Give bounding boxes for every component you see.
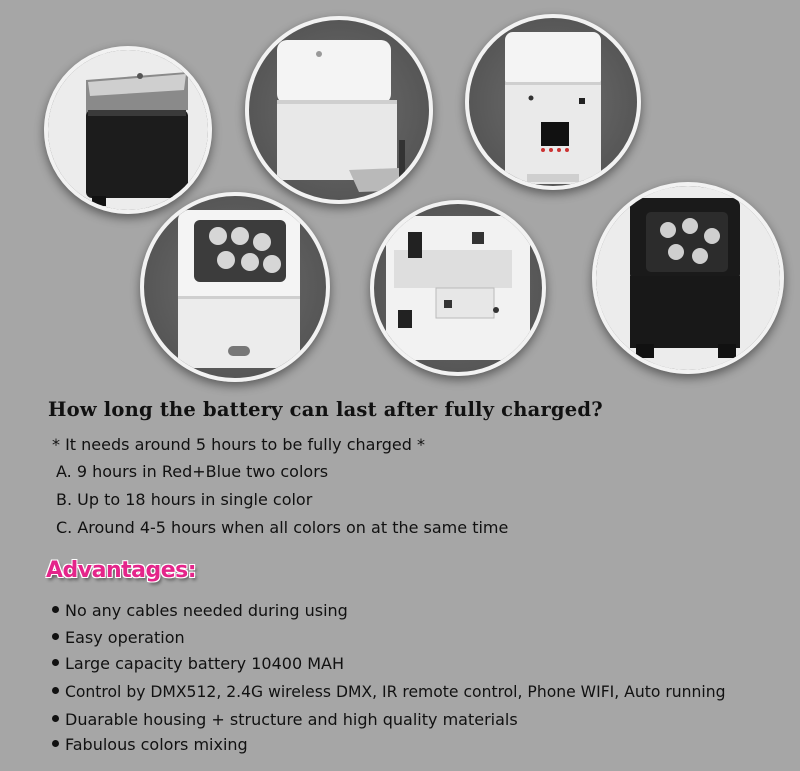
- advantage-text: Large capacity battery 10400 MAH: [65, 654, 344, 673]
- advantage-item: Duarable housing + structure and high qu…: [52, 710, 518, 729]
- bullet-icon: [52, 715, 59, 722]
- bullet-icon: [52, 633, 59, 640]
- advantage-text: Duarable housing + structure and high qu…: [65, 710, 518, 729]
- white-fixture-back-panel-photo: [465, 14, 641, 190]
- advantage-item: No any cables needed during using: [52, 601, 348, 620]
- bullet-icon: [52, 740, 59, 747]
- battery-option-c: C. Around 4-5 hours when all colors on a…: [56, 518, 509, 537]
- battery-compartment-photo: [370, 200, 546, 376]
- advantage-text: Easy operation: [65, 628, 185, 647]
- advantage-text: No any cables needed during using: [65, 601, 348, 620]
- advantage-text: Fabulous colors mixing: [65, 735, 248, 754]
- advantage-item: Easy operation: [52, 628, 185, 647]
- advantage-item: Control by DMX512, 2.4G wireless DMX, IR…: [52, 682, 726, 701]
- white-fixture-side-photo: [245, 16, 433, 204]
- white-fixture-leds-photo: [140, 192, 330, 382]
- advantage-item: Large capacity battery 10400 MAH: [52, 654, 344, 673]
- advantage-text: Control by DMX512, 2.4G wireless DMX, IR…: [65, 683, 726, 701]
- black-fixture-leds-photo: [592, 182, 784, 374]
- black-fixture-side-photo: [44, 46, 212, 214]
- advantages-heading: Advantages:: [46, 558, 197, 583]
- bullet-icon: [52, 606, 59, 613]
- charge-time-note: * It needs around 5 hours to be fully ch…: [52, 435, 425, 454]
- battery-question-heading: How long the battery can last after full…: [48, 398, 603, 421]
- advantage-item: Fabulous colors mixing: [52, 735, 248, 754]
- bullet-icon: [52, 659, 59, 666]
- battery-option-a: A. 9 hours in Red+Blue two colors: [56, 462, 329, 481]
- bullet-icon: [52, 687, 59, 694]
- battery-option-b: B. Up to 18 hours in single color: [56, 490, 313, 509]
